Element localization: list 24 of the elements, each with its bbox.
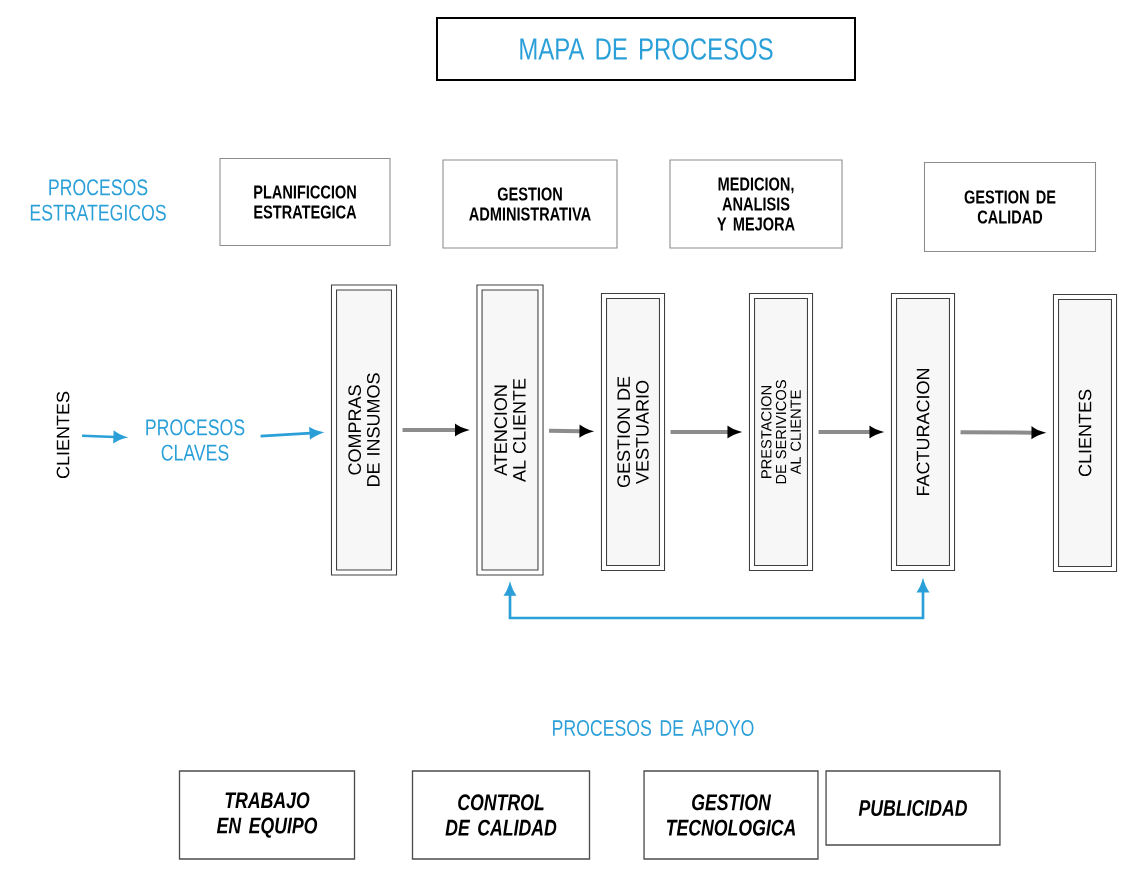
process-box: COMPRAS DE INSUMOS <box>330 284 398 576</box>
process-box: CONTROL DE CALIDAD <box>411 770 591 860</box>
process-box: PRESTACION DE SERIVICOS AL CLIENTE <box>748 292 814 572</box>
process-box: PUBLICIDAD <box>825 770 1001 846</box>
title-box: MAPA DE PROCESOS <box>436 17 856 81</box>
arrow <box>818 426 881 438</box>
arrow <box>960 427 1043 438</box>
stage-label: PROCESOS CLAVES <box>146 419 245 461</box>
arrow <box>670 426 739 438</box>
side-label: CLIENTES <box>56 391 70 479</box>
process-box: ATENCION AL CLIENTE <box>476 284 544 576</box>
process-box: GESTION ADMINISTRATIVA <box>442 159 618 249</box>
process-box: PLANIFICCION ESTRATEGICA <box>219 157 391 247</box>
process-box: FACTURACION <box>890 292 956 572</box>
process-box: CLIENTES <box>1052 293 1118 573</box>
section-label: PROCESOS ESTRATEGICOS <box>30 179 166 221</box>
process-box: MEDICION, ANALISIS Y MEJORA <box>669 159 843 249</box>
process-box: TRABAJO EN EQUIPO <box>178 770 356 860</box>
process-box: GESTION TECNOLOGICA <box>643 770 819 860</box>
arrow <box>402 424 467 436</box>
process-box: GESTION DE VESTUARIO <box>600 292 666 572</box>
process-box: GESTION DE CALIDAD <box>923 161 1097 253</box>
arrow <box>504 581 929 620</box>
section-label: PROCESOS DE APOYO <box>553 719 754 737</box>
